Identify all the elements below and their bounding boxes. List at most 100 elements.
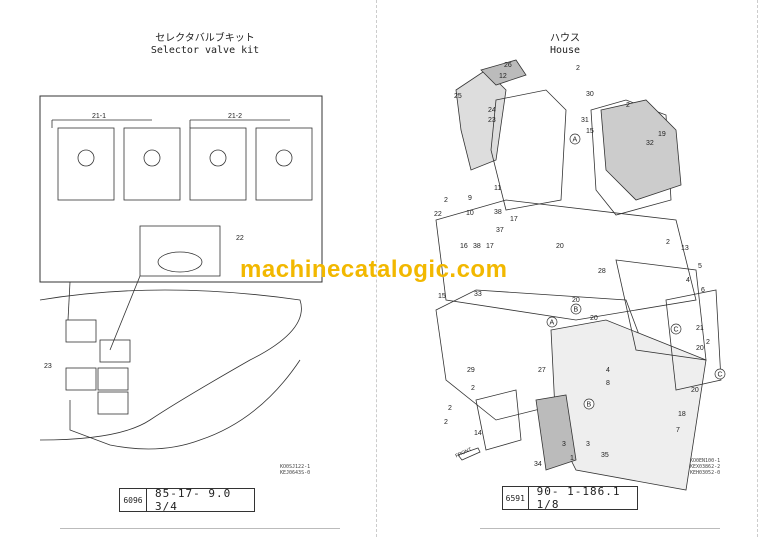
right-title-en: House: [549, 45, 581, 56]
marker-circle: [670, 323, 682, 335]
left-refs: KO0SJ122-1 KEJ0643S-0: [280, 464, 310, 476]
callout-label: 2: [626, 102, 630, 109]
callout-label: 21-2: [228, 113, 242, 120]
reference-marker-a: A: [569, 133, 581, 145]
callout-label: 26: [504, 62, 512, 69]
page-bottom-rule: [60, 528, 340, 529]
callout-label: 32: [646, 140, 654, 147]
callout-label: 6: [701, 287, 705, 294]
callout-label: 4: [686, 277, 690, 284]
left-footer-code: 6096: [120, 489, 147, 511]
reference-marker-c: C: [714, 368, 726, 380]
callout-label: 25: [454, 93, 462, 100]
callout-label: 24: [488, 107, 496, 114]
callout-label: 2: [576, 65, 580, 72]
watermark: machinecatalogic.com: [240, 256, 508, 283]
callout-label: 16: [460, 243, 468, 250]
callout-label: 18: [678, 411, 686, 418]
callout-label: 30: [586, 91, 594, 98]
callout-label: 2: [444, 197, 448, 204]
callout-label: 4: [606, 367, 610, 374]
callout-label: 12: [499, 73, 507, 80]
callout-label: 33: [474, 291, 482, 298]
left-title-en: Selector valve kit: [150, 45, 260, 56]
selector-valve-kit-diagram: 21-1 21-2 22 23: [39, 95, 323, 450]
callout-label: 38: [473, 243, 481, 250]
marker-layer: A A B B C C: [546, 133, 726, 410]
callout-label: 2: [471, 385, 475, 392]
callout-label: 23: [488, 117, 496, 124]
callout-label: 21-1: [92, 113, 106, 120]
page-edge: [757, 0, 758, 537]
callout-label: 22: [236, 235, 244, 242]
callout-label: 15: [586, 128, 594, 135]
callout-label: 20: [556, 243, 564, 250]
callout-label: 31: [581, 117, 589, 124]
right-title-jp: ハウス: [550, 33, 580, 44]
callout-label: 20: [691, 387, 699, 394]
right-title: ハウス House: [480, 33, 650, 57]
marker-circle: [583, 398, 595, 410]
callout-label: 13: [681, 245, 689, 252]
callout-label: 5: [698, 263, 702, 270]
callout-label: 27: [538, 367, 546, 374]
page-bottom-rule: [480, 528, 720, 529]
callout-label: 19: [658, 131, 666, 138]
callout-label: 38: [494, 209, 502, 216]
marker-circle: [570, 303, 582, 315]
marker-label: B: [574, 307, 579, 314]
left-title: セレクタバルブキット Selector valve kit: [90, 33, 320, 57]
ref-code: KEH03052-0: [690, 470, 721, 476]
right-footer-box: 6591 90- 1-186.1 1/8: [502, 485, 638, 511]
callout-label: 7: [676, 427, 680, 434]
callout-label: 20: [696, 345, 704, 352]
callout-label: 8: [606, 380, 610, 387]
callout-label: 2: [444, 419, 448, 426]
callout-label: 28: [598, 268, 606, 275]
callout-label: 11: [494, 185, 501, 192]
callout-label: 22: [434, 211, 442, 218]
page-divider: [376, 0, 377, 537]
right-footer-number: 90- 1-186.1 1/8: [536, 485, 621, 511]
callout-label: 1: [570, 455, 574, 462]
left-footer-box: 6096 85-17- 9.0 3/4: [119, 487, 255, 513]
callout-label: 20: [590, 315, 598, 322]
callout-label: 3: [586, 441, 590, 448]
reference-marker-c: C: [670, 323, 682, 335]
callout-label: 2: [448, 405, 452, 412]
marker-label: B: [587, 402, 592, 409]
callout-label: 35: [601, 452, 609, 459]
right-footer-code: 6591: [503, 487, 529, 509]
callout-label: 29: [467, 367, 475, 374]
callout-label: 14: [474, 430, 482, 437]
reference-marker-b: B: [570, 303, 582, 315]
callout-label: 3: [562, 441, 566, 448]
callout-label: 2: [666, 239, 670, 246]
left-footer-number: 85-17- 9.0 3/4: [154, 487, 232, 513]
callout-label: 9: [468, 195, 472, 202]
callout-label: 20: [572, 297, 580, 304]
marker-label: C: [674, 327, 679, 334]
callout-label: 23: [44, 363, 52, 370]
ref-code: KO0SJ122-1: [280, 464, 311, 470]
marker-label: C: [718, 372, 723, 379]
left-title-jp: セレクタバルブキット: [155, 33, 255, 44]
marker-circle: [569, 133, 581, 145]
callout-label: 15: [438, 293, 446, 300]
callout-label: 37: [496, 227, 504, 234]
right-refs: KO0EN100-1 KEX03862-2 KEH03052-0: [690, 458, 720, 476]
callout-label: 2: [706, 339, 710, 346]
callout-label: 17: [510, 216, 518, 223]
ref-code: KEX03862-2: [690, 464, 721, 470]
reference-marker-a: A: [546, 316, 558, 328]
reference-marker-b: B: [583, 398, 595, 410]
ref-code: KO0EN100-1: [690, 458, 721, 464]
marker-circle: [714, 368, 726, 380]
callout-label: 17: [486, 243, 494, 250]
marker-circle: [546, 316, 558, 328]
callout-label: 10: [466, 210, 474, 217]
callout-label: 21: [696, 325, 704, 332]
